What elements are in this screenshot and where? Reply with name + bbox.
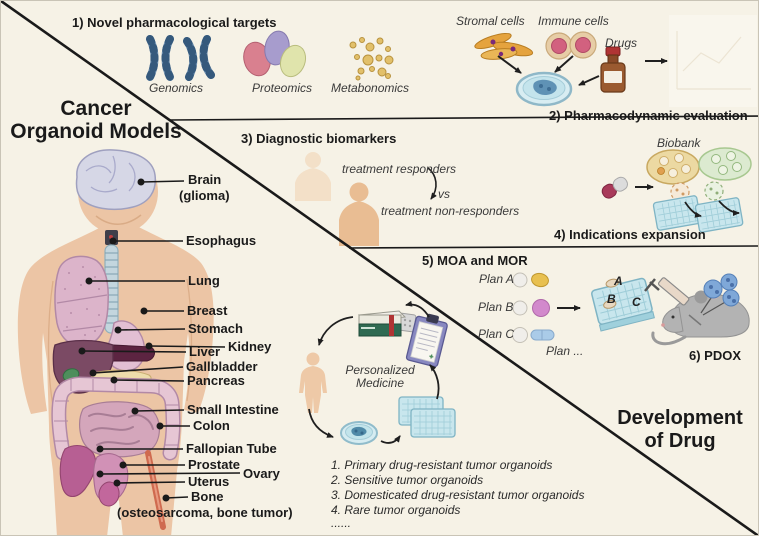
- organ-leader-lines: [81, 180, 241, 499]
- section1-title: 1) Novel pharmacological targets: [72, 15, 277, 30]
- section3-title: 3) Diagnostic biomarkers: [241, 131, 397, 146]
- organ-label-small-intestine: Small Intestine: [187, 402, 279, 417]
- right-title-line1: Development: [617, 407, 743, 429]
- personalized-line1: Personalized: [345, 363, 415, 377]
- syringe-icon: [644, 277, 702, 326]
- main-title: Cancer Organoid Models: [1, 97, 191, 143]
- organoid-list-item-2: 2. Sensitive tumor organoids: [331, 473, 484, 487]
- medicine-box-icon: [357, 310, 417, 337]
- lung-organ: [54, 255, 109, 347]
- organoid-list-item-4: 4. Rare tumor organoids: [331, 503, 461, 517]
- brain-organ: [75, 149, 157, 210]
- patient-figure-icon: [299, 352, 327, 413]
- organ-label-colon: Colon: [193, 418, 230, 433]
- personalized-line2: Medicine: [355, 376, 405, 391]
- drug-bottle-icon: [600, 46, 626, 93]
- main-title-line1: Cancer: [60, 97, 132, 120]
- metabonomics-icon: [349, 37, 394, 81]
- organ-label-prostate: Prostate: [188, 457, 241, 472]
- section4-title: 4) Indications expansion: [554, 227, 706, 242]
- pelvic-organs: [59, 444, 129, 507]
- organ-label-gallbladder: Gallbladder: [186, 359, 258, 374]
- organ-label-brain: Brain: [188, 172, 222, 187]
- plan-more-label: Plan ...: [546, 344, 584, 358]
- divider-middle: [348, 245, 758, 249]
- organ-label-uterus: Uterus: [188, 474, 230, 489]
- cycle-petri-dish-icon: [340, 421, 378, 445]
- immune-cells-icon: [545, 31, 597, 60]
- organ-label-ovary: Ovary: [243, 466, 280, 481]
- organ-label-lung: Lung: [188, 273, 220, 288]
- organ-label-breast: Breast: [187, 303, 228, 318]
- plan-c-label: Plan C: [478, 327, 515, 341]
- plate-label-b: B: [607, 292, 616, 306]
- organoid-sample-circles: [670, 181, 724, 202]
- organ-label-fallopian-tube: Fallopian Tube: [186, 441, 277, 456]
- faded-chart: [669, 15, 757, 107]
- organoid-list-item-1: 1. Primary drug-resistant tumor organoid…: [331, 458, 553, 472]
- organ-label-liver: Liver: [189, 344, 221, 359]
- stromal-cells-icon: [474, 32, 534, 60]
- divider-top: [168, 115, 758, 121]
- organoid-list-item-3: 3. Domesticated drug-resistant tumor org…: [331, 488, 585, 502]
- clipboard-icon: [405, 313, 448, 368]
- flow-arrows: [308, 55, 740, 444]
- plan-a-label: Plan A: [479, 272, 514, 286]
- proteomics-label: Proteomics: [252, 81, 313, 95]
- arm-seams: [47, 278, 193, 407]
- organoid-list-more: ......: [331, 516, 352, 530]
- proteomics-icon: [243, 30, 307, 78]
- chromosome-icon: [146, 35, 215, 81]
- plan-b-pills: [512, 299, 550, 317]
- patient-silhouette-dark: [339, 182, 379, 246]
- non-responders-label: treatment non-responders: [381, 204, 520, 218]
- patient-silhouette-light: [295, 152, 331, 201]
- immune-cells-label: Immune cells: [538, 14, 609, 28]
- stromal-cells-label: Stromal cells: [456, 14, 525, 28]
- human-body-illustration: [17, 149, 214, 535]
- plan-a-pills: [512, 272, 549, 288]
- right-title: Development of Drug: [601, 407, 758, 453]
- petri-dish-icon: [515, 71, 573, 107]
- metabonomics-label: Metabonomics: [331, 81, 410, 95]
- biobank-label: Biobank: [657, 136, 701, 150]
- tumor-cell-cluster-icon: [700, 273, 740, 316]
- organ-label-pancreas: Pancreas: [187, 373, 245, 388]
- organ-label-stomach: Stomach: [188, 321, 243, 336]
- organ-leader-dots: [78, 178, 170, 502]
- organ-label-bone-sub: (osteosarcoma, bone tumor): [117, 505, 293, 520]
- organ-label-kidney: Kidney: [228, 339, 272, 354]
- capsule-icon: [601, 176, 628, 199]
- plate-label-a: A: [614, 274, 623, 288]
- vs-label: vs: [438, 187, 450, 201]
- section6-title: 6) PDOX: [689, 348, 742, 363]
- responders-label: treatment responders: [342, 162, 457, 176]
- personalized-medicine-label: Personalized Medicine: [336, 363, 424, 391]
- plate-label-c: C: [632, 295, 641, 309]
- colon-organ: [51, 376, 181, 461]
- main-title-line2: Organoid Models: [10, 120, 182, 143]
- organ-label-bone: Bone: [191, 489, 224, 504]
- section5-title: 5) MOA and MOR: [422, 253, 528, 268]
- chin-line: [95, 214, 142, 225]
- biobank-dish-yellow: [646, 149, 700, 185]
- biobank-dish-green: [698, 147, 752, 181]
- drugs-label: Drugs: [605, 36, 638, 50]
- genomics-label: Genomics: [149, 81, 204, 95]
- organ-label-esophagus: Esophagus: [186, 233, 257, 248]
- plan-b-label: Plan B: [478, 300, 514, 314]
- moa-well-plate: [591, 277, 655, 332]
- organ-label-brain-sub: (glioma): [179, 188, 230, 203]
- section2-title: 2) Pharmacodynamic evaluation: [549, 108, 748, 123]
- plan-c-pills: [512, 327, 555, 343]
- cycle-well-plates: [398, 396, 456, 438]
- mouse-icon: [651, 288, 750, 346]
- right-title-line2: of Drug: [644, 430, 716, 452]
